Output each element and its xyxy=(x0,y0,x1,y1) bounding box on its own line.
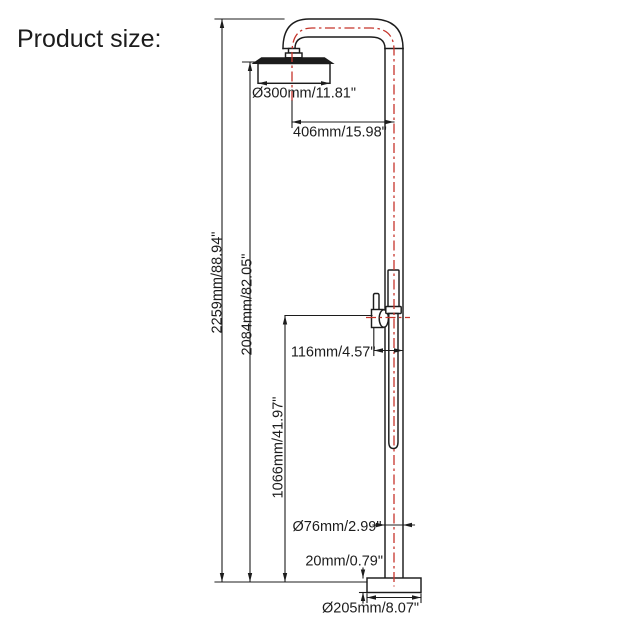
dim-base-thickness: 20mm/0.79" xyxy=(305,554,383,604)
shower-head-connector xyxy=(284,47,303,59)
dim-label-head-diameter: Ø300mm/11.81" xyxy=(252,86,356,102)
shower-head xyxy=(251,57,335,85)
dim-base-diameter: Ø205mm/8.07" xyxy=(322,593,422,617)
dim-label-arm-reach: 406mm/15.98" xyxy=(293,125,387,141)
dim-height-to-head: 2084mm/82.05" xyxy=(240,61,258,583)
dim-valve-depth: 116mm/4.57" xyxy=(291,327,404,361)
dim-pipe-diameter: Ø76mm/2.99" xyxy=(293,519,416,535)
dim-arm-reach: 406mm/15.98" xyxy=(291,119,395,141)
gooseneck-pipe xyxy=(282,18,404,50)
dim-label-base-diameter: Ø205mm/8.07" xyxy=(322,601,419,617)
dim-label-base-thickness: 20mm/0.79" xyxy=(305,554,383,570)
dim-label-height-to-valve: 1066mm/41.97" xyxy=(271,397,287,499)
dim-label-pipe-diameter: Ø76mm/2.99" xyxy=(293,519,382,535)
page-title: Product size: xyxy=(17,25,162,53)
centerline xyxy=(291,27,410,587)
dim-label-total-height: 2259mm/88.94" xyxy=(210,232,226,334)
dim-head-diameter: Ø300mm/11.81" xyxy=(252,81,356,129)
dim-label-height-to-head: 2084mm/82.05" xyxy=(240,254,256,356)
dim-label-valve-depth: 116mm/4.57" xyxy=(291,345,376,361)
dim-height-to-valve: 1066mm/41.97" xyxy=(271,314,373,583)
dim-total-height: 2259mm/88.94" xyxy=(210,18,285,583)
